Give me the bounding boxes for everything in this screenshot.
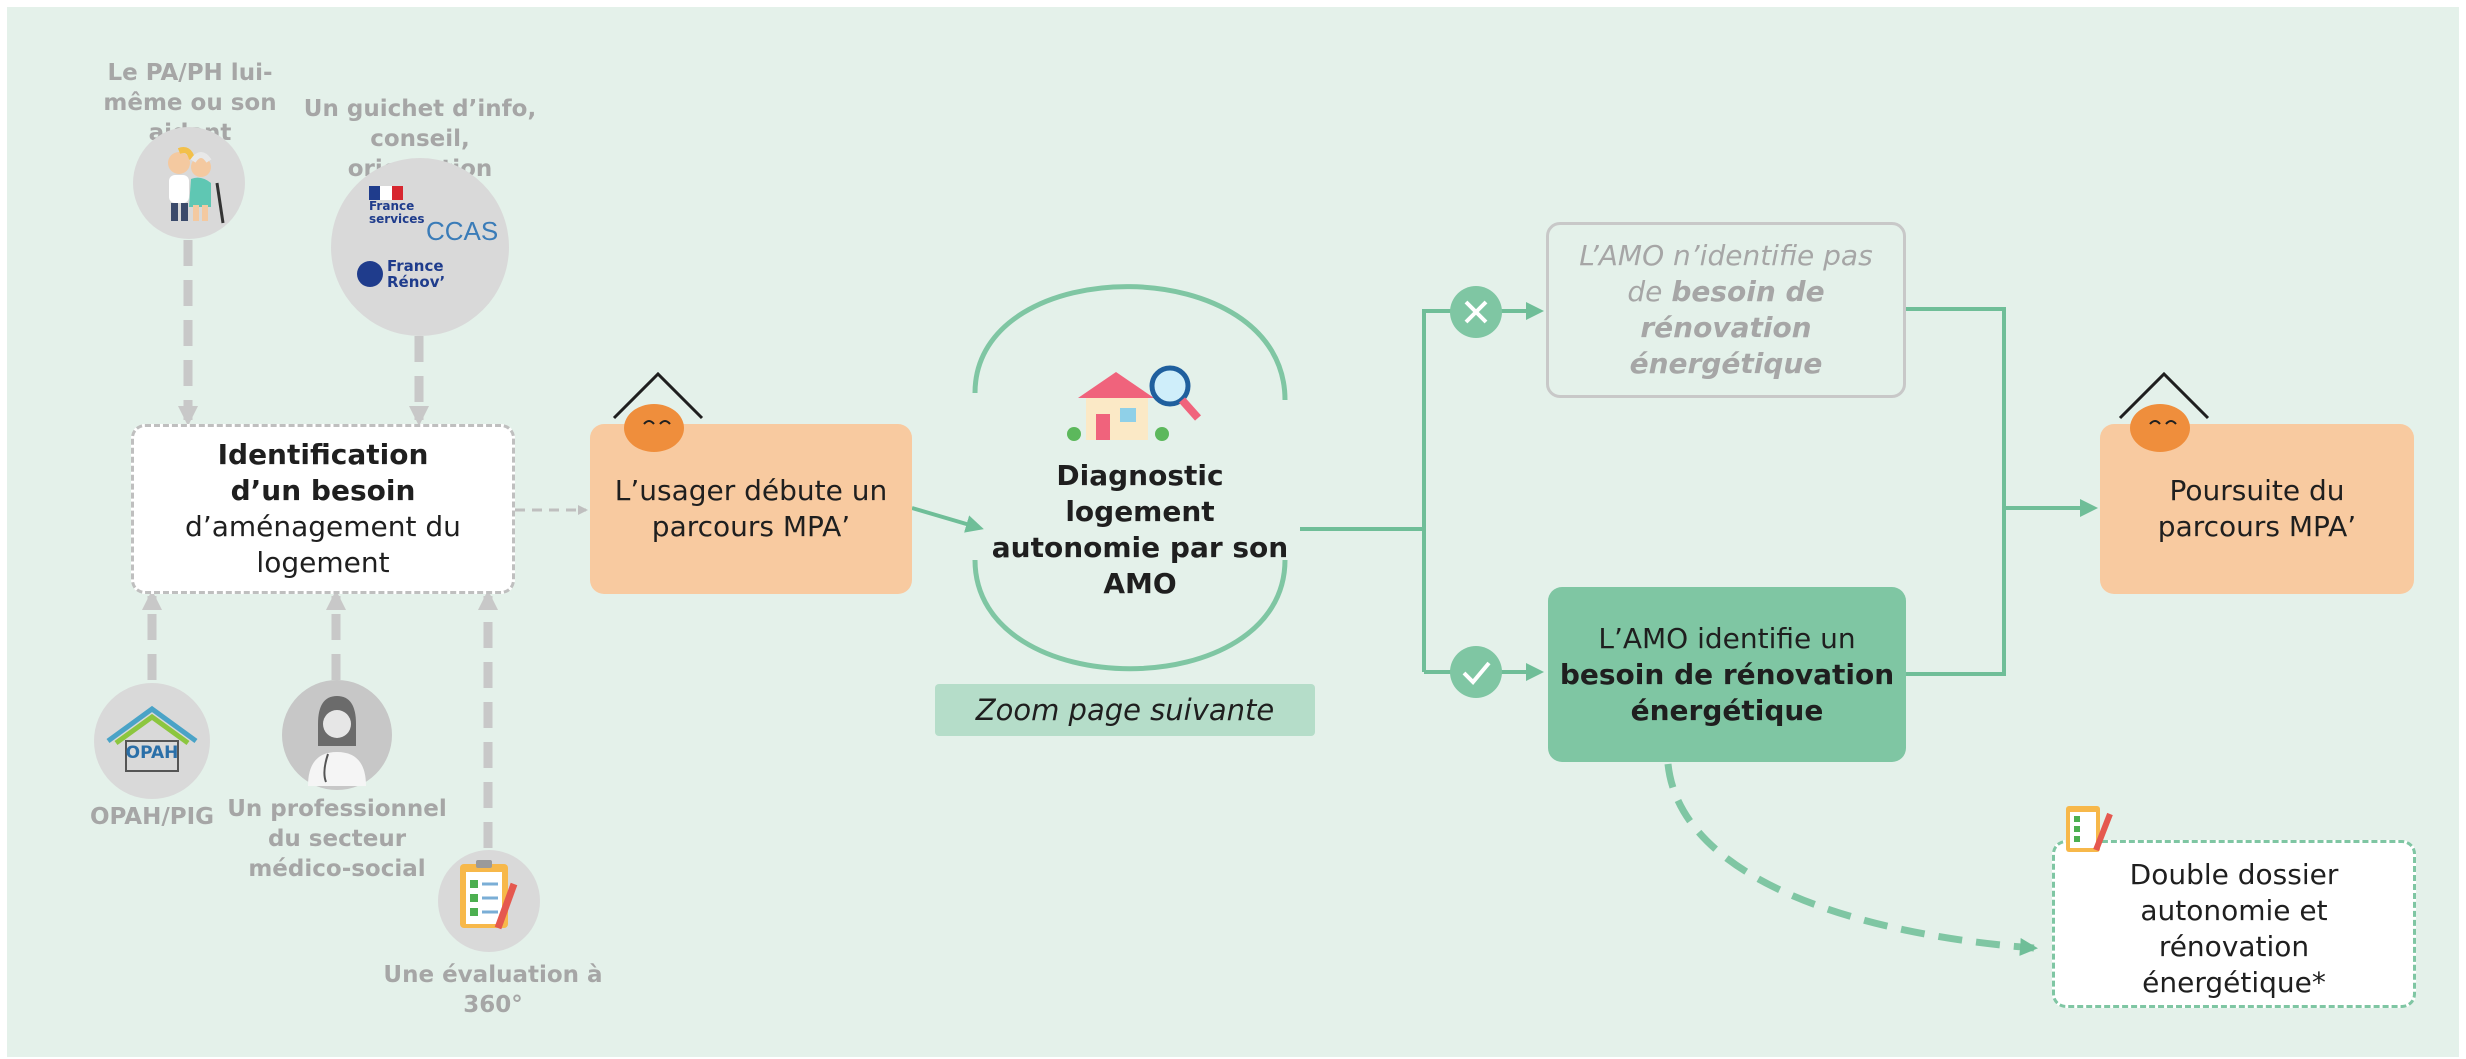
opah-label: OPAH/PIG — [89, 804, 215, 830]
house-magnifier-icon — [1067, 365, 1201, 441]
identification-box: Identification d’un besoin d’aménagement… — [131, 424, 515, 594]
double-dossier-box: Double dossier autonomie et rénovation é… — [2052, 840, 2416, 1008]
identification-line2: d’un besoin — [230, 474, 416, 507]
need-badge — [1450, 646, 1502, 698]
guichet-logos: France services CCAS France Rénov’ — [331, 158, 509, 336]
double-line3: rénovation — [2158, 930, 2310, 963]
no-need-line1: L’AMO n’identifie pas — [1579, 239, 1873, 272]
france-services-logo: France services — [369, 186, 425, 226]
diagnostic-arc-bottom — [972, 559, 1288, 672]
diagnostic-title: Diagnostic logement autonomie par son AM… — [991, 459, 1289, 600]
mascot-icon — [2118, 372, 2210, 452]
need-line1: L’AMO identifie un — [1598, 621, 1856, 655]
professionnel-avatar — [282, 680, 392, 790]
need-line2: besoin de rénovation — [1559, 657, 1895, 691]
mascot-icon — [612, 372, 704, 452]
evaluation-label: Une évaluation à 360° — [383, 962, 603, 1018]
opah-logo-text: OPAH — [125, 743, 179, 763]
no-need-line4: énergétique — [1629, 347, 1823, 380]
usager-box: L’usager débute un parcours MPA’ — [590, 424, 912, 594]
double-line1: Double dossier — [2129, 858, 2339, 891]
doctor-icon — [308, 696, 366, 786]
identification-line4: logement — [256, 546, 390, 579]
no-need-box: L’AMO n’identifie pas de besoin de rénov… — [1546, 222, 1906, 398]
identification-line3: d’aménagement du — [185, 510, 461, 543]
zoom-page-suivante-label[interactable]: Zoom page suivante — [935, 684, 1315, 736]
check-icon — [1462, 661, 1491, 685]
no-need-line2: de besoin de — [1627, 275, 1825, 308]
france-renov-logo: France Rénov’ — [357, 258, 447, 290]
elderly-couple-icon — [168, 147, 225, 224]
identification-line1: Identification — [217, 438, 429, 471]
arrow-usager-diagnostic — [911, 506, 984, 533]
cross-icon — [1464, 300, 1488, 324]
house-logo-icon — [106, 705, 198, 772]
double-line2: autonomie et — [2140, 894, 2328, 927]
evaluation-icon-circle — [438, 850, 540, 952]
poursuite-line2: parcours MPA’ — [2157, 510, 2357, 543]
need-line3: énergétique — [1630, 693, 1824, 727]
usager-line1: L’usager débute un — [614, 474, 888, 507]
no-need-badge — [1450, 286, 1502, 338]
checklist-icon — [460, 860, 518, 930]
usager-line2: parcours MPA’ — [651, 510, 851, 543]
professionnel-label: Un professionnel du secteur médico-socia… — [227, 796, 447, 882]
poursuite-box: Poursuite du parcours MPA’ — [2100, 424, 2414, 594]
double-line4: énergétique* — [2142, 966, 2326, 999]
need-box: L’AMO identifie un besoin de rénovation … — [1548, 587, 1906, 762]
poursuite-line1: Poursuite du — [2169, 474, 2345, 507]
diagnostic-arc-top — [972, 284, 1288, 401]
checklist-icon — [2066, 806, 2113, 852]
arrow-need-double — [1664, 763, 2038, 956]
aidant-avatar — [133, 127, 245, 239]
no-need-line3: rénovation — [1640, 311, 1812, 344]
opah-logo: OPAH — [94, 683, 210, 799]
ccas-logo: CCAS — [426, 216, 499, 246]
